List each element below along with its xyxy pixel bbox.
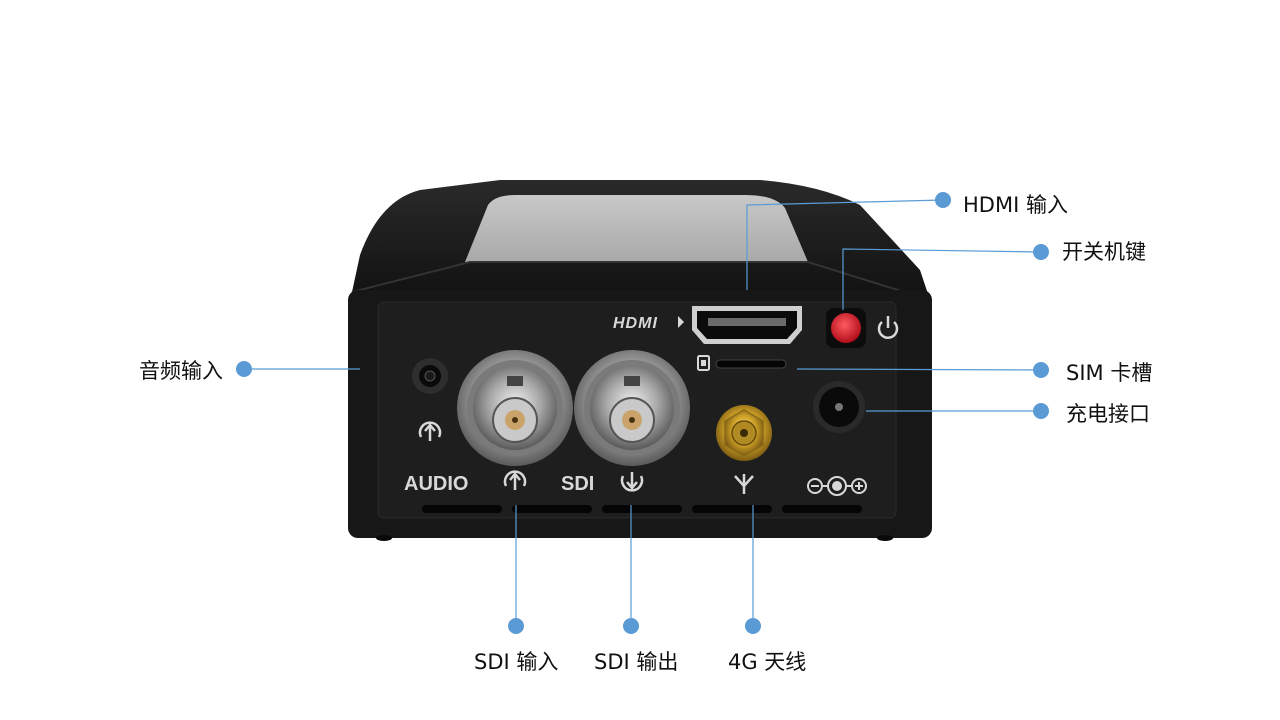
sdi-out-label: SDI 输出: [594, 650, 679, 674]
device: AUDIO SDI: [348, 180, 932, 541]
hdmi-arrow-icon: [678, 316, 684, 328]
hdmi-in-dot: [935, 192, 951, 208]
audio-input-icon: [418, 421, 442, 441]
hdmi-port: [692, 306, 802, 344]
audio-port-label: AUDIO: [404, 473, 468, 495]
antenna-connector: [716, 405, 772, 461]
audio-jack: [412, 358, 448, 394]
sim-slot: [715, 359, 787, 369]
hdmi-in-label: HDMI 输入: [963, 193, 1068, 217]
antenna-icon: [734, 474, 754, 494]
charge-port-label: 充电接口: [1066, 402, 1150, 426]
power-key-label: 开关机键: [1062, 240, 1146, 264]
sdi-input-icon: [503, 470, 527, 490]
sdi-output-icon: [620, 472, 644, 492]
sdi-in-dot: [508, 618, 524, 634]
audio-in-dot: [236, 361, 252, 377]
dc-power-jack: [813, 381, 865, 433]
power-key-leader: [842, 248, 1042, 310]
power-icon: [877, 316, 899, 339]
sdi-port-label: SDI: [561, 473, 594, 495]
sdi-out-dot: [623, 618, 639, 634]
sdi-in-connector: [457, 350, 573, 466]
hdmi-logo: HDMI: [613, 315, 658, 332]
callout-dots: [236, 192, 1049, 634]
callout-lines: [244, 199, 1042, 626]
device-screen: [465, 195, 808, 262]
sim-slot-dot: [1033, 362, 1049, 378]
antenna-label: 4G 天线: [728, 650, 807, 674]
polarity-icon: [807, 476, 867, 496]
sdi-in-label: SDI 输入: [474, 650, 559, 674]
charge-port-dot: [1033, 403, 1049, 419]
vent-slots: [422, 505, 862, 513]
power-key-dot: [1033, 244, 1049, 260]
sim-slot-label: SIM 卡槽: [1066, 361, 1153, 385]
audio-in-label: 音频输入: [139, 359, 223, 383]
sdi-out-connector: [574, 350, 690, 466]
power-button: [826, 308, 866, 348]
hdmi-in-leader: [746, 199, 944, 290]
antenna-dot: [745, 618, 761, 634]
sim-card-icon: [697, 355, 710, 371]
sim-slot-leader: [796, 368, 1042, 371]
